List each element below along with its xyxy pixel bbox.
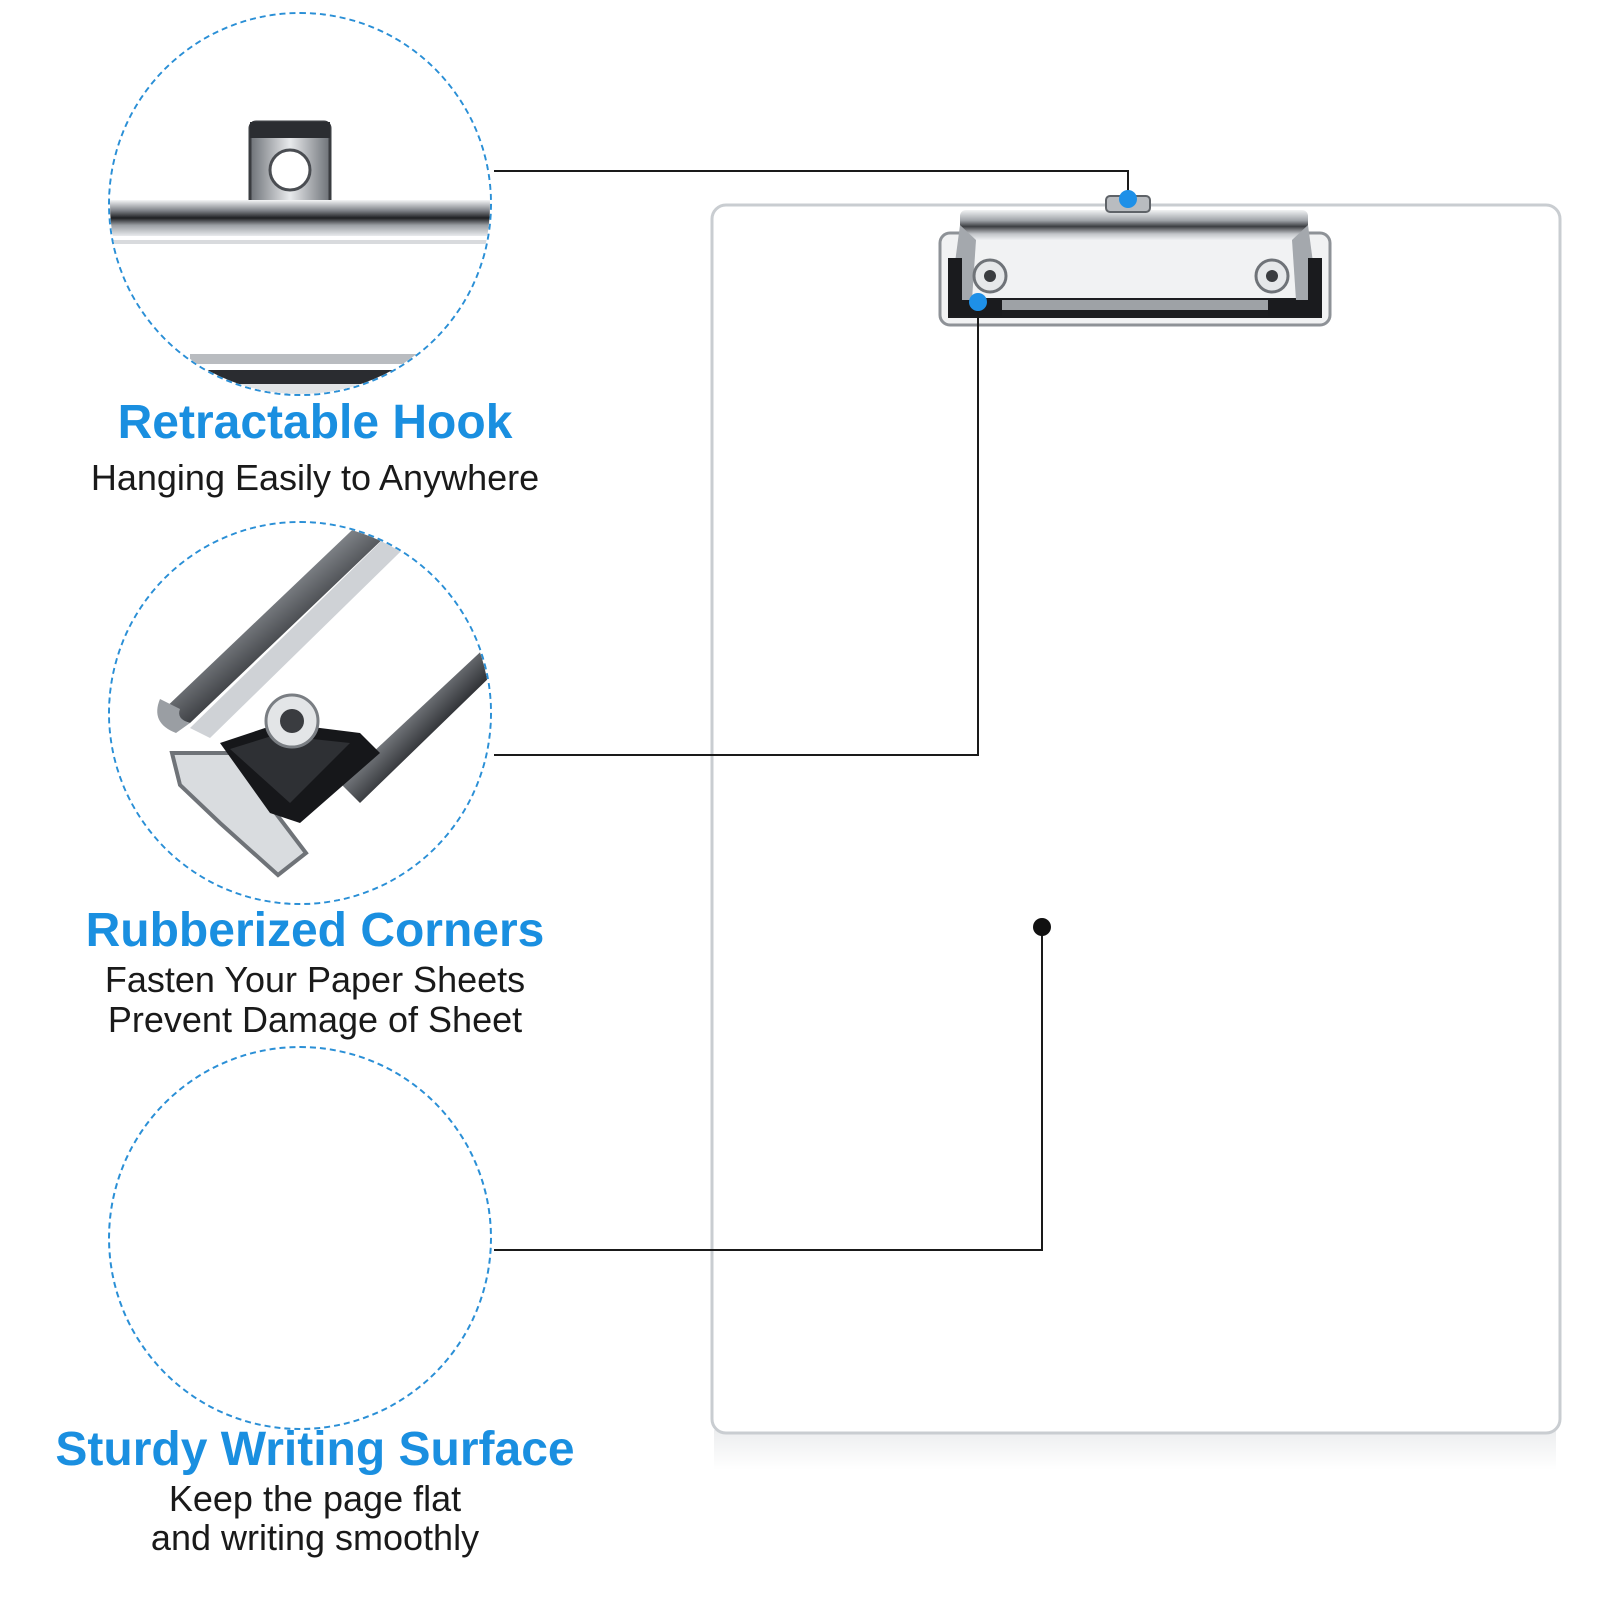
- hook-leader-line: [494, 170, 1129, 198]
- leader-lines: [494, 170, 1129, 1251]
- feature-desc-corners-line-1: Fasten Your Paper Sheets: [104, 959, 526, 1000]
- clipboard-board: [710, 203, 1562, 1435]
- hanging-hook: [1105, 195, 1151, 213]
- corner-callout-dot: [969, 293, 987, 311]
- hook-callout-dot: [1119, 190, 1137, 208]
- feature-title-hook: Retractable Hook: [117, 396, 513, 449]
- corner-closeup-image: [110, 523, 490, 903]
- corner-detail-circle: [108, 521, 492, 905]
- right-rubber-corner-icon: [1268, 258, 1322, 316]
- feature-desc-corners-line-2: Prevent Damage of Sheet: [107, 999, 523, 1040]
- surface-callout-dot: [1033, 918, 1051, 936]
- hook-closeup-image: [110, 14, 490, 394]
- left-rubber-corner-icon: [948, 258, 1002, 316]
- feature-desc-hook-line-1: Hanging Easily to Anywhere: [90, 457, 540, 498]
- feature-desc-surface-line-2: and writing smoothly: [150, 1517, 480, 1558]
- feature-title-corners: Rubberized Corners: [85, 904, 545, 957]
- feature-title-surface: Sturdy Writing Surface: [55, 1423, 575, 1476]
- corner-leader-line: [494, 302, 979, 756]
- clip-lever: [960, 210, 1308, 240]
- surface-detail-circle: [108, 1046, 492, 1430]
- clip-base: [938, 231, 1332, 327]
- feature-desc-surface-line-1: Keep the page flat: [168, 1478, 462, 1519]
- hook-detail-circle: [108, 12, 492, 396]
